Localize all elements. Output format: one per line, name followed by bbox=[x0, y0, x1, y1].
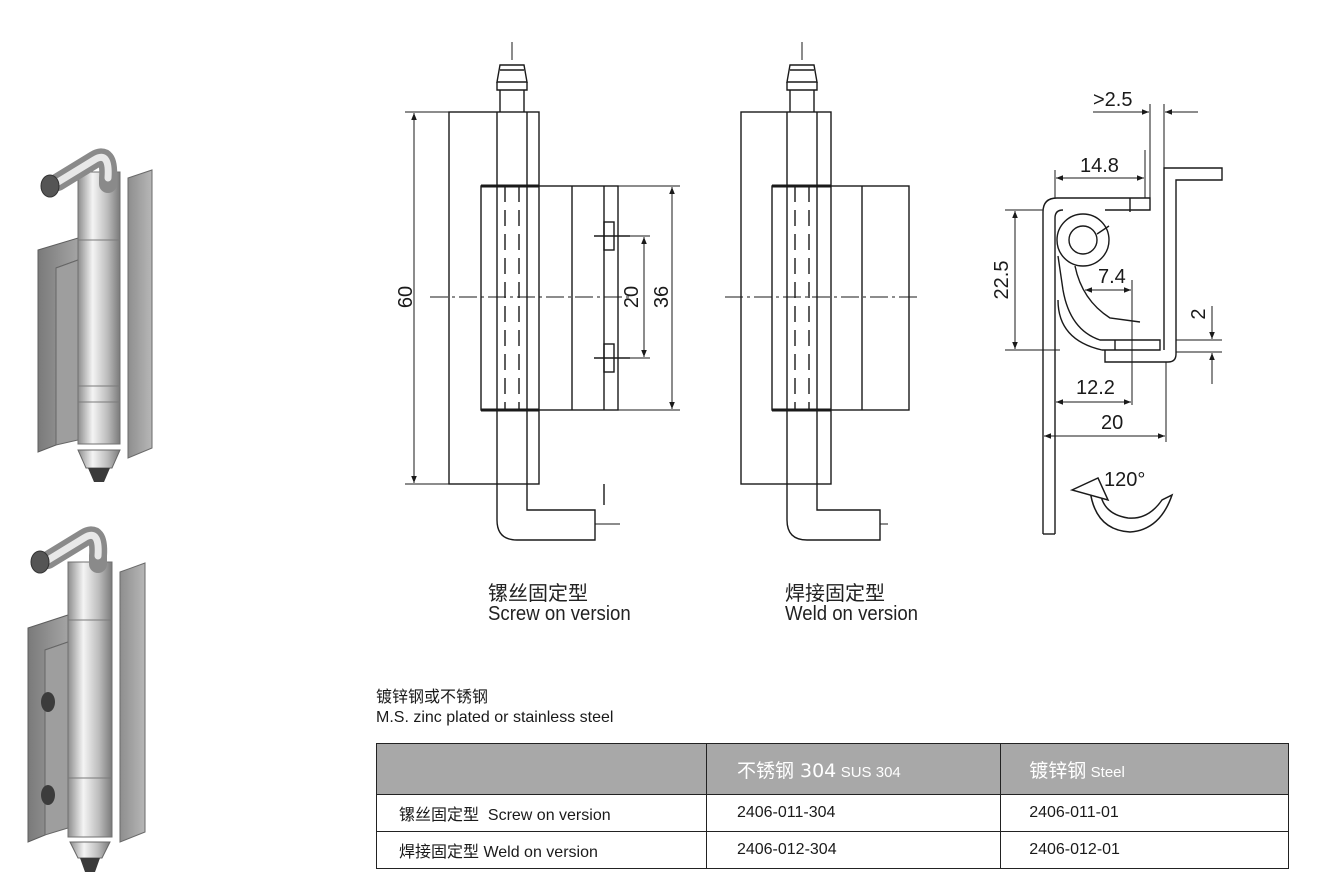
table-header-version bbox=[376, 743, 707, 795]
cell-version: 焊接固定型 Weld on version bbox=[376, 831, 707, 869]
cell-steel-part: 2406-011-01 bbox=[1000, 794, 1289, 832]
table-row: 镙丝固定型 Screw on version 2406-011-304 2406… bbox=[376, 794, 1289, 832]
table-header-sus304: 不锈钢 304 SUS 304 bbox=[705, 743, 1002, 795]
caption-weld-cn: 焊接固定型 bbox=[785, 581, 885, 605]
front-view-screw bbox=[430, 42, 630, 541]
material-label-cn: 镀锌钢或不锈钢 bbox=[376, 687, 489, 706]
front-view-weld bbox=[725, 42, 918, 541]
hinge-render-screw bbox=[37, 148, 153, 482]
dim-label-60: 60 bbox=[395, 286, 417, 308]
material-label-en: M.S. zinc plated or stainless steel bbox=[376, 709, 614, 726]
cell-sus304-part: 2406-011-304 bbox=[705, 794, 1002, 832]
header-steel-en: Steel bbox=[1090, 763, 1125, 781]
header-sus304-en: SUS 304 bbox=[840, 763, 901, 781]
dim-label-36: 36 bbox=[651, 286, 673, 308]
dim-label-12-2: 12.2 bbox=[1076, 377, 1115, 399]
part-number-table: 不锈钢 304 SUS 304 镀锌钢 Steel 镙丝固定型 Screw on… bbox=[376, 743, 1289, 869]
table-header-steel: 镀锌钢 Steel bbox=[1000, 743, 1289, 795]
table-row: 焊接固定型 Weld on version 2406-012-304 2406-… bbox=[376, 831, 1289, 869]
table-header-row: 不锈钢 304 SUS 304 镀锌钢 Steel bbox=[376, 743, 1289, 795]
dim-label-20-vertical: 20 bbox=[621, 286, 643, 308]
cell-steel-part: 2406-012-01 bbox=[1000, 831, 1289, 869]
caption-screw-en: Screw on version bbox=[488, 603, 631, 625]
cell-version: 镙丝固定型 Screw on version bbox=[376, 794, 707, 832]
dim-label-2: 2 bbox=[1188, 308, 1210, 319]
header-steel-cn: 镀锌钢 bbox=[1029, 759, 1087, 782]
caption-screw-cn: 镙丝固定型 bbox=[488, 581, 588, 605]
rotation-arrow-icon bbox=[1069, 477, 1174, 533]
dim-label-22-5: 22.5 bbox=[991, 261, 1013, 300]
hinge-render-weld bbox=[27, 526, 146, 872]
dim-label-20-horizontal: 20 bbox=[1101, 412, 1123, 434]
dimension-lines-screw bbox=[405, 111, 680, 485]
dim-label-7-4: 7.4 bbox=[1098, 266, 1126, 288]
angle-label-120: 120° bbox=[1104, 469, 1145, 491]
dimension-lines-side bbox=[1005, 104, 1222, 442]
dim-label-gt-2-5: >2.5 bbox=[1093, 89, 1132, 111]
header-sus304-cn: 不锈钢 304 bbox=[736, 759, 837, 782]
cell-sus304-part: 2406-012-304 bbox=[705, 831, 1002, 869]
caption-weld-en: Weld on version bbox=[785, 603, 919, 625]
side-view bbox=[1042, 167, 1223, 535]
dim-label-14-8: 14.8 bbox=[1080, 155, 1119, 177]
